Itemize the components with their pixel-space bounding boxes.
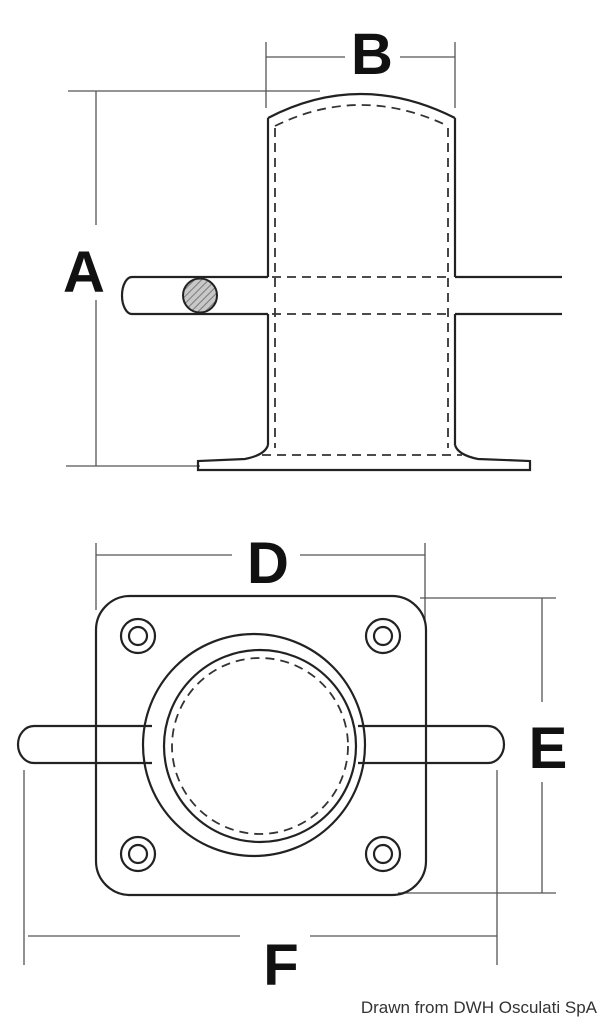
side-base-plate [196, 444, 532, 472]
dimension-label-b: B [351, 22, 393, 87]
dimension-label-a: A [63, 240, 105, 305]
mounting-hole-top-right [364, 617, 402, 655]
dimension-a: A [63, 90, 320, 467]
dimension-label-d: D [247, 531, 289, 596]
top-bar [16, 724, 506, 765]
dimension-b: B [265, 22, 456, 108]
dimension-label-e: E [529, 716, 568, 781]
dimension-d: D [95, 531, 426, 620]
credit-text: Drawn from DWH Osculati SpA [360, 998, 597, 1017]
top-base-plate [94, 594, 428, 897]
side-bar [120, 275, 562, 316]
tube-flange [141, 632, 367, 858]
side-view: B A [63, 22, 562, 472]
tube-outer [162, 648, 358, 844]
dimension-e: E [398, 597, 568, 894]
top-view: D E F [16, 531, 568, 998]
tube-inner [171, 657, 349, 835]
dimension-f: F [23, 770, 498, 998]
side-tube [266, 93, 457, 448]
dimension-label-f: F [263, 933, 298, 998]
bar-section-hatch [182, 277, 218, 314]
mounting-hole-bottom-left [119, 835, 157, 873]
mounting-hole-bottom-right [364, 835, 402, 873]
mounting-hole-top-left [119, 617, 157, 655]
